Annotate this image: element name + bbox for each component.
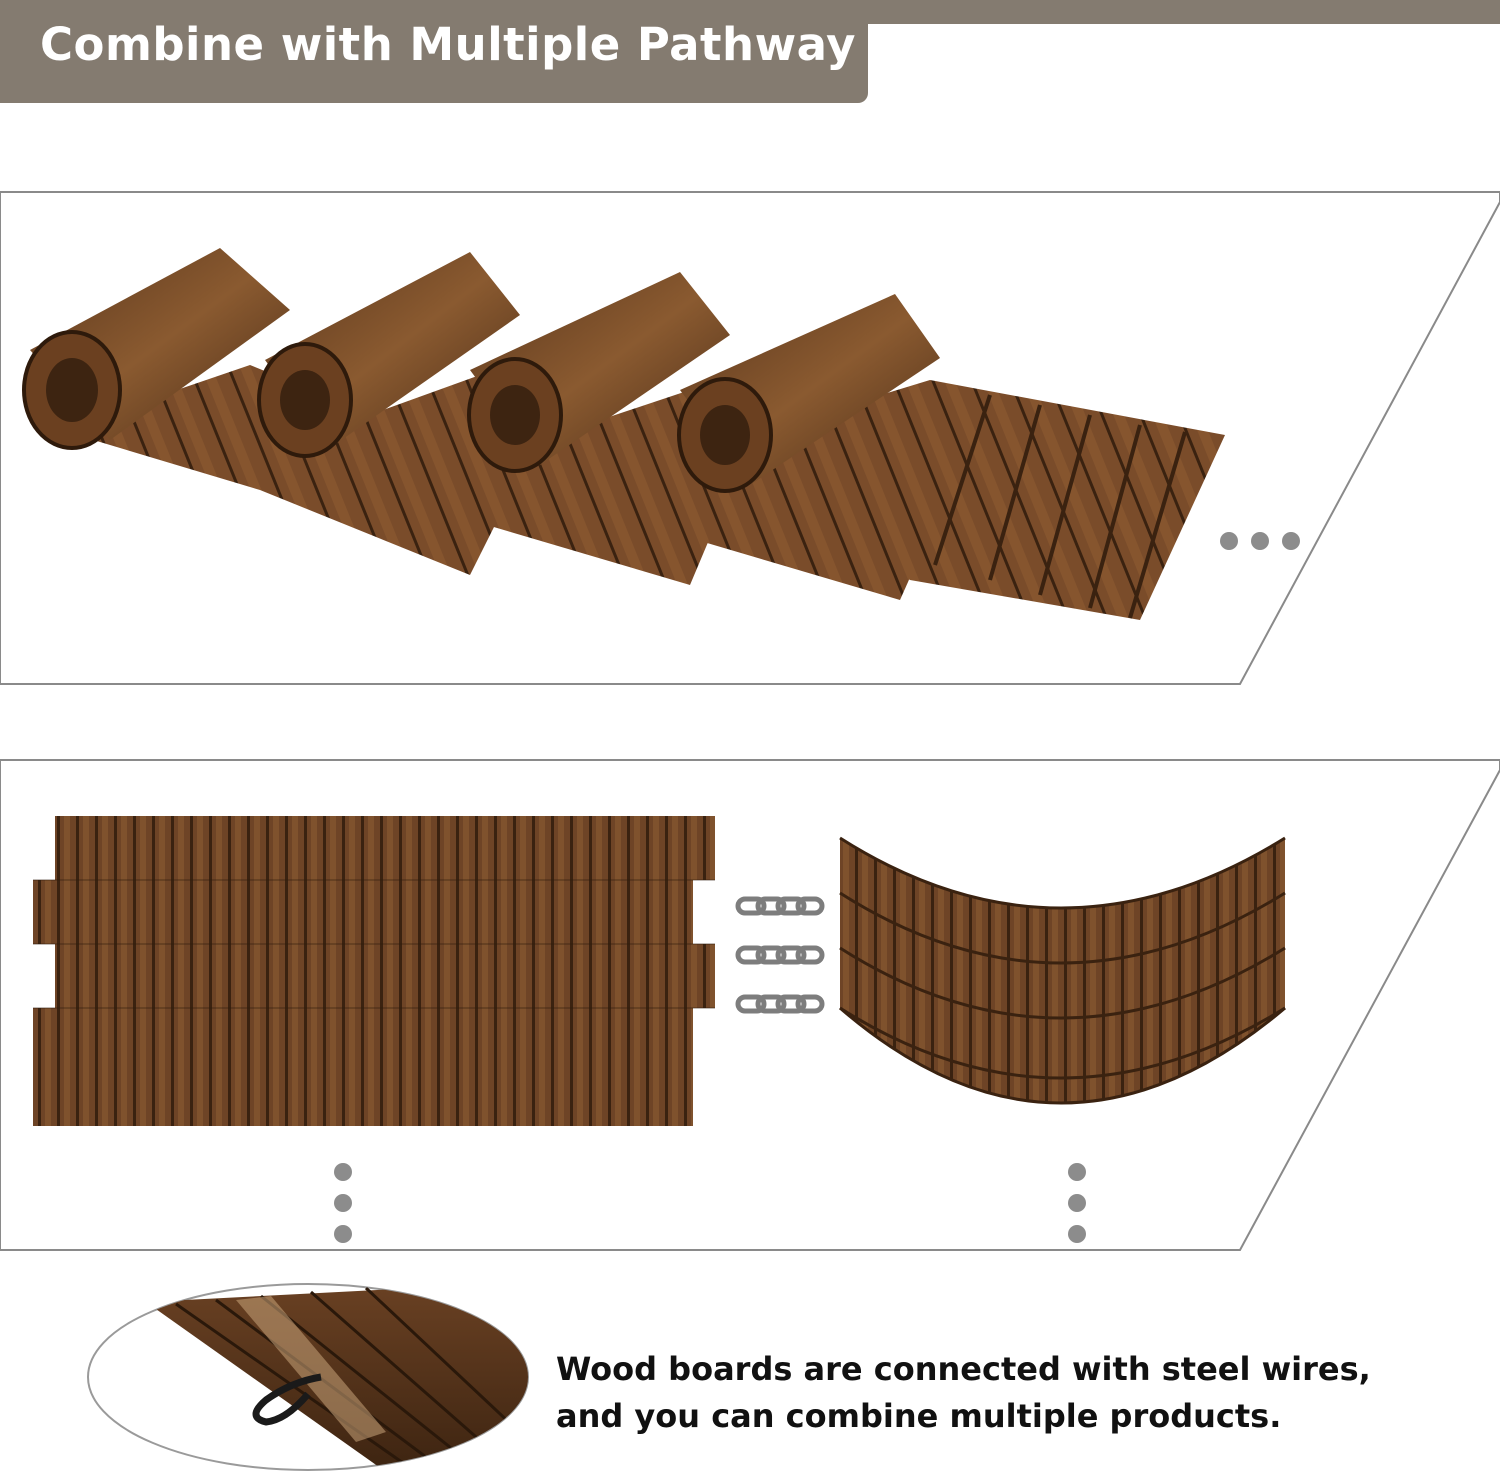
chain-link-icon <box>735 994 825 1014</box>
rolled-walkway-4 <box>677 294 940 493</box>
chain-link-icon <box>735 896 825 916</box>
feature-description: Wood boards are connected with steel wir… <box>556 1346 1456 1440</box>
walkway-run-2 <box>300 375 730 585</box>
walkway-run-4 <box>700 380 1225 620</box>
walkway-run-3 <box>510 390 940 600</box>
header-strip <box>868 0 1500 24</box>
curved-walkway-stack <box>839 836 1286 1105</box>
ellipsis-dots-icon <box>1220 532 1300 550</box>
chain-link-icon <box>735 945 825 965</box>
steel-wire-closeup <box>87 1283 529 1471</box>
description-line-1: Wood boards are connected with steel wir… <box>556 1350 1371 1388</box>
page-title: Combine with Multiple Pathway <box>40 18 856 71</box>
ellipsis-dots-icon <box>1068 1163 1086 1243</box>
rolled-walkway-1 <box>22 248 290 450</box>
layout-options-panel <box>0 759 1500 1251</box>
ellipsis-dots-icon <box>334 1163 352 1243</box>
straight-walkway-stack <box>33 816 715 1126</box>
header-banner: Combine with Multiple Pathway <box>0 0 868 103</box>
rolled-walkway-2 <box>257 252 520 458</box>
rolled-walkways-panel <box>0 191 1500 685</box>
rolled-walkway-3 <box>467 272 730 473</box>
description-line-2: and you can combine multiple products. <box>556 1397 1282 1435</box>
steel-wire-loop-icon <box>252 1373 322 1426</box>
walkway-run-1 <box>60 365 520 575</box>
